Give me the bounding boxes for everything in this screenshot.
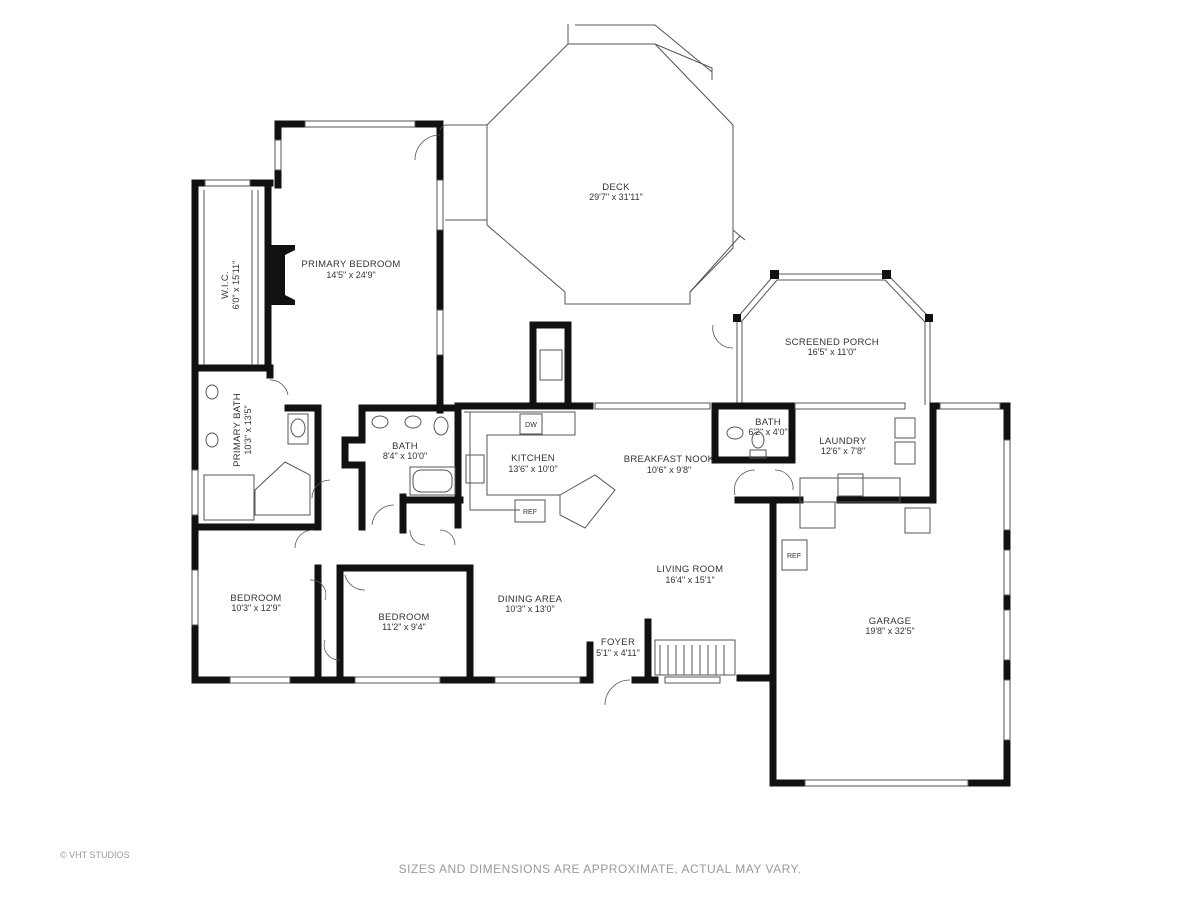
- bedroom-2-label: BEDROOM: [378, 612, 429, 623]
- primary-bedroom-dims: 14'5" x 24'9": [326, 270, 375, 280]
- wic-label: W.I.C.: [220, 271, 231, 299]
- foyer-label: FOYER: [601, 637, 635, 648]
- kitchen-counters: [464, 349, 616, 529]
- deck-outline: [445, 24, 746, 305]
- deck-label: DECK: [602, 182, 630, 193]
- bedroom-2-dims: 11'2" x 9'4": [382, 622, 426, 632]
- porch-outline: [736, 273, 931, 405]
- hall-bath-label: BATH: [392, 441, 418, 452]
- laundry-dims: 12'6" x 7'8": [821, 446, 865, 456]
- room-labels: DECK 29'7" x 31'11" PRIMARY BEDROOM 14'5…: [220, 182, 915, 658]
- bath-fixtures: [203, 384, 931, 571]
- laundry-label: LAUNDRY: [819, 436, 867, 447]
- closet-shelves: [203, 190, 259, 365]
- disclaimer-text: SIZES AND DIMENSIONS ARE APPROXIMATE, AC…: [398, 862, 802, 876]
- porch-posts: [733, 270, 933, 322]
- bedroom-1-label: BEDROOM: [230, 593, 281, 604]
- half-bath-dims: 6'2" x 4'0": [748, 427, 787, 437]
- dining-area-dims: 10'3" x 13'0": [505, 604, 554, 614]
- windows: [191, 120, 1011, 787]
- garage-fridge-label: REF: [787, 553, 801, 560]
- screened-porch-dims: 16'5" x 11'0": [808, 347, 857, 357]
- stairs: [654, 639, 736, 676]
- walls: [191, 120, 1011, 787]
- doors: [269, 124, 794, 706]
- breakfast-nook-dims: 10'6" x 9'8": [647, 465, 691, 475]
- breakfast-nook-label: BREAKFAST NOOK: [624, 454, 715, 465]
- refrigerator-label: REF: [523, 509, 537, 516]
- screened-porch-label: SCREENED PORCH: [785, 337, 879, 348]
- wic-dims: 6'0" x 15'11": [231, 261, 241, 310]
- dishwasher-label: DW: [525, 422, 537, 429]
- foyer-dims: 5'1" x 4'11": [596, 648, 640, 658]
- living-room-dims: 16'4" x 15'1": [665, 575, 714, 585]
- dining-area-label: DINING AREA: [498, 594, 563, 605]
- credit-text: © VHT STUDIOS: [60, 850, 130, 860]
- primary-bath-label: PRIMARY BATH: [232, 393, 243, 467]
- kitchen-label: KITCHEN: [511, 453, 555, 464]
- half-bath-label: BATH: [755, 417, 781, 428]
- primary-bath-dims: 10'3" x 13'5": [243, 405, 253, 454]
- garage-label: GARAGE: [869, 616, 911, 627]
- fireplace: [270, 245, 295, 305]
- deck-dims: 29'7" x 31'11": [589, 192, 643, 202]
- hall-bath-dims: 8'4" x 10'0": [383, 451, 427, 461]
- primary-bedroom-label: PRIMARY BEDROOM: [301, 259, 400, 270]
- living-room-label: LIVING ROOM: [657, 564, 724, 575]
- kitchen-dims: 13'6" x 10'0": [508, 464, 557, 474]
- garage-dims: 19'8" x 32'5": [865, 626, 914, 636]
- bedroom-1-dims: 10'3" x 12'9": [231, 603, 280, 613]
